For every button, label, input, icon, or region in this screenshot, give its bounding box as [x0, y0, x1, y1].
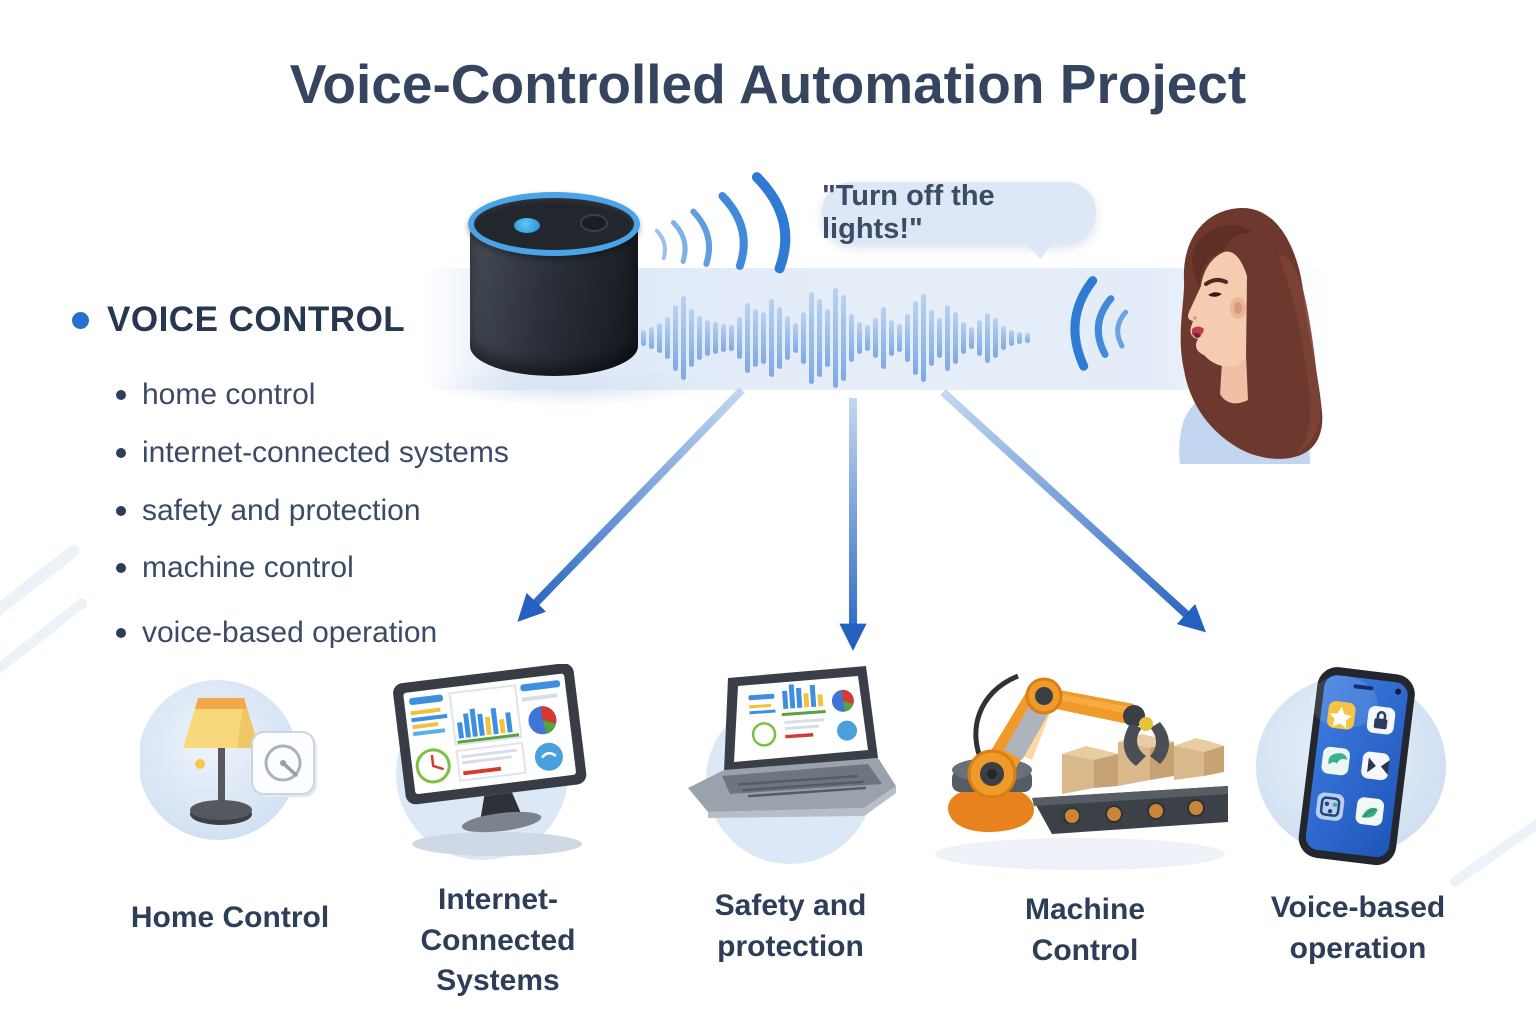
smart-speaker-icon — [468, 192, 640, 397]
voice-waveform — [625, 286, 1045, 390]
bullet-icon — [72, 311, 89, 329]
sound-waves-icon — [1070, 276, 1129, 371]
bullet-icon — [116, 506, 126, 516]
category-label-machine-control: Machine Control — [1024, 893, 1146, 967]
woman-speaking-illustration — [1179, 207, 1323, 464]
smartphone-apps-icon — [1256, 667, 1446, 866]
monitor-dashboard-icon — [393, 664, 587, 860]
background-streak — [0, 596, 90, 684]
list-item: internet-connected systems — [116, 436, 509, 470]
speaker-button-icon — [580, 214, 608, 232]
list-item: machine control — [116, 551, 354, 585]
speech-bubble: "Turn off the lights!" — [822, 180, 1096, 245]
page-title: Voice-Controlled Automation Project — [289, 53, 1247, 115]
arrow-down-left-icon — [517, 387, 745, 622]
category-label-safety-and-protection: Safety and protection — [714, 889, 867, 963]
list-item: home control — [116, 378, 315, 412]
bullet-icon — [116, 628, 126, 638]
list-item: voice-based operation — [116, 616, 437, 650]
bullet-icon — [116, 448, 126, 458]
robot-arm-conveyor-icon — [935, 673, 1228, 870]
list-item: safety and protection — [116, 494, 421, 528]
speech-bubble-text: "Turn off the lights!" — [822, 180, 995, 245]
laptop-dashboard-icon — [688, 666, 896, 864]
category-label-internet-connected-systems: Internet-Connected Systems — [420, 883, 576, 997]
bullet-icon — [116, 390, 126, 400]
bullet-icon — [116, 563, 126, 573]
list-item-label: voice-based operation — [142, 616, 438, 649]
category-label-home-control: Home Control — [130, 901, 330, 934]
speaker-light-icon — [514, 218, 540, 233]
voice-control-heading-label: VOICE CONTROL — [107, 300, 406, 339]
list-item-label: home control — [142, 378, 316, 411]
list-item-label: internet-connected systems — [142, 436, 509, 469]
voice-control-heading: VOICE CONTROL — [72, 300, 405, 340]
speaker-top-ring — [468, 192, 640, 256]
lamp-dial-icon — [140, 680, 317, 840]
category-label-voice-based-operation: Voice-based operation — [1270, 891, 1446, 965]
sound-waves-icon — [654, 172, 791, 274]
list-item-label: safety and protection — [142, 494, 421, 527]
list-item-label: machine control — [142, 551, 354, 584]
background-streak — [1447, 811, 1536, 889]
